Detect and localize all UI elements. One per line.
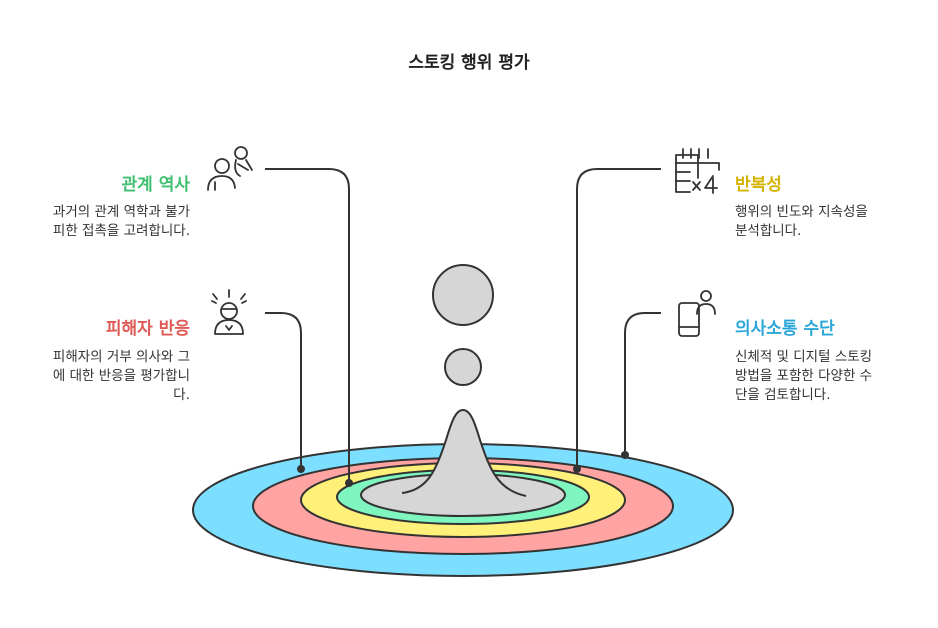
connector-repetition xyxy=(577,169,661,469)
connector-repetition-dot xyxy=(573,465,581,473)
connector-history-dot xyxy=(345,479,353,487)
connector-means-dot xyxy=(621,451,629,459)
stressed-person-icon xyxy=(212,290,246,334)
heading-history: 관계 역사 xyxy=(122,170,190,195)
connector-victim xyxy=(265,313,301,469)
description-means: 신체적 및 디지털 스토킹 방법을 포함한 다양한 수 단을 검토합니다. xyxy=(735,348,872,405)
droplet-small xyxy=(445,349,481,385)
droplet-large xyxy=(433,265,493,325)
heading-victim: 피해자 반응 xyxy=(106,314,190,339)
heading-repetition: 반복성 xyxy=(735,170,782,195)
connector-victim-dot xyxy=(297,465,305,473)
description-repetition: 행위의 빈도와 지속성을 분석합니다. xyxy=(735,203,868,241)
description-history: 과거의 관계 역학과 불가 피한 접촉을 고려합니다. xyxy=(53,203,190,241)
connector-history xyxy=(265,169,349,483)
calendar-times-four-icon xyxy=(676,149,719,193)
phone-person-icon xyxy=(679,291,715,336)
two-people-icon xyxy=(208,147,252,190)
heading-means: 의사소통 수단 xyxy=(735,314,835,339)
connector-means xyxy=(625,313,661,455)
page-title: 스토킹 행위 평가 xyxy=(0,48,938,73)
description-victim: 피해자의 거부 의사와 그 에 대한 반응을 평가합니 다. xyxy=(53,348,190,405)
